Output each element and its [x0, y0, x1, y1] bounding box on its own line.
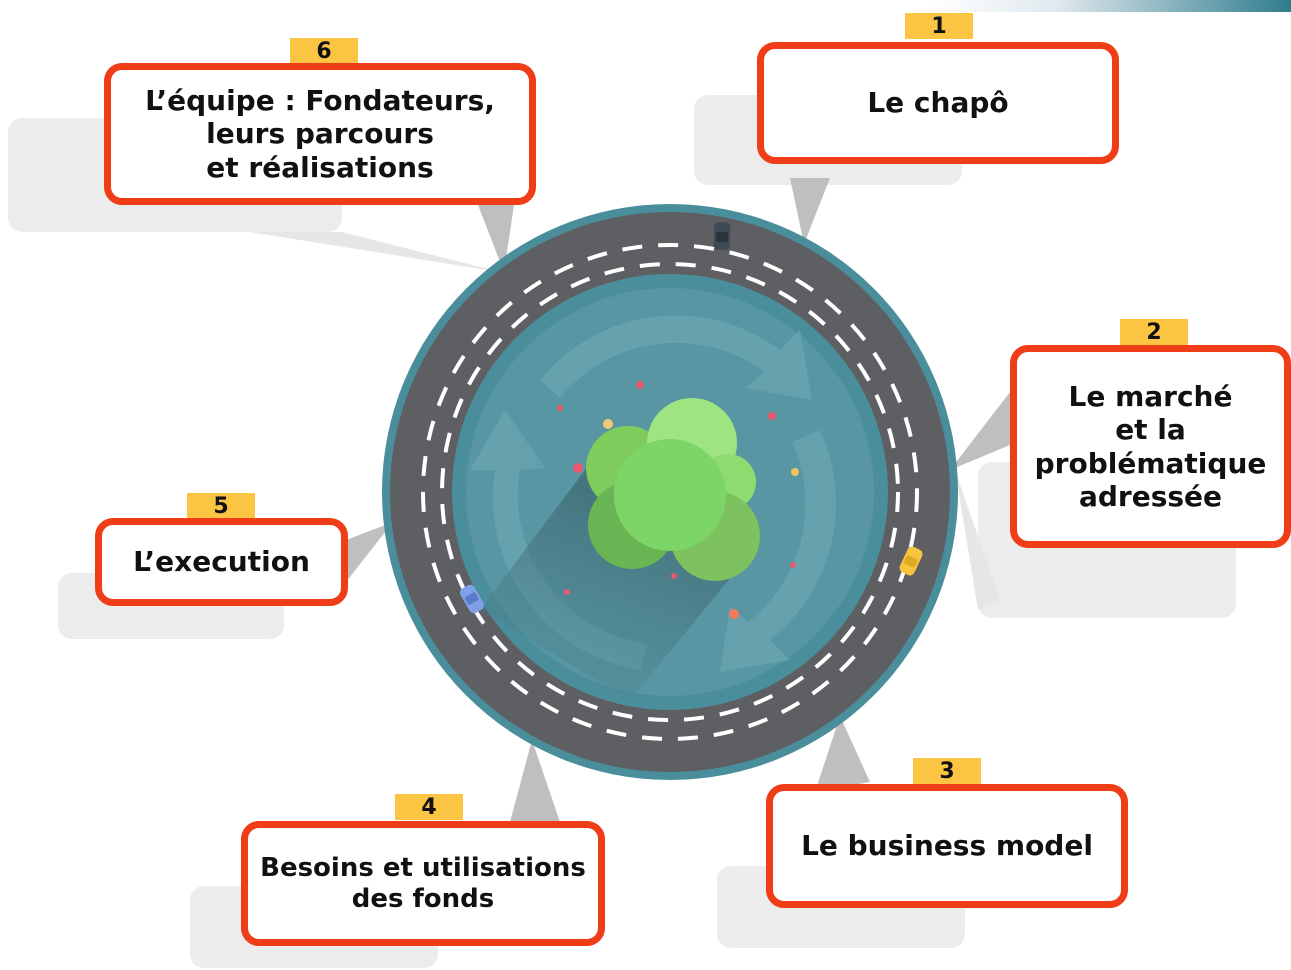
cycle-arrows [470, 315, 836, 672]
step-4-number: 4 [395, 794, 463, 820]
step-3-label: Le business model [801, 829, 1093, 863]
tree-icon [586, 398, 760, 581]
step-3-number: 3 [913, 758, 981, 784]
pointer-2 [950, 392, 1010, 470]
top-decoration-band [931, 0, 1291, 12]
pointer-1 [790, 178, 830, 244]
pointer-6 [478, 205, 514, 272]
step-5-box: L’execution [95, 518, 348, 606]
step-6-box: L’équipe : Fondateurs, leurs parcours et… [104, 63, 536, 205]
step-4-box: Besoins et utilisations des fonds [241, 821, 605, 946]
pointer-4 [510, 740, 560, 822]
pointer-5 [346, 522, 393, 582]
step-1-number: 1 [905, 13, 973, 39]
lane-inner [440, 262, 900, 722]
pointer-shadow-2 [955, 470, 1000, 610]
step-1-box: Le chapô [757, 42, 1119, 164]
step-5-number: 5 [187, 493, 255, 519]
step-6-label: L’équipe : Fondateurs, leurs parcours et… [145, 84, 495, 184]
step-2-label: Le marché et la problématique adressée [1034, 380, 1267, 513]
car-yellow-icon [899, 546, 923, 576]
step-3-box: Le business model [766, 784, 1128, 908]
pointer-shadow-6 [250, 232, 500, 272]
car-dark-icon [713, 221, 731, 251]
decorative-dots [557, 381, 799, 619]
step-5-label: L’execution [133, 545, 310, 579]
step-4-label: Besoins et utilisations des fonds [260, 852, 586, 914]
step-6-number: 6 [290, 38, 358, 64]
lane-outer [421, 243, 919, 741]
step-2-box: Le marché et la problématique adressée [1010, 345, 1291, 548]
step-2-number: 2 [1120, 319, 1188, 345]
step-1-label: Le chapô [867, 86, 1009, 120]
pointer-3 [815, 716, 870, 792]
car-blue-icon [459, 584, 485, 614]
